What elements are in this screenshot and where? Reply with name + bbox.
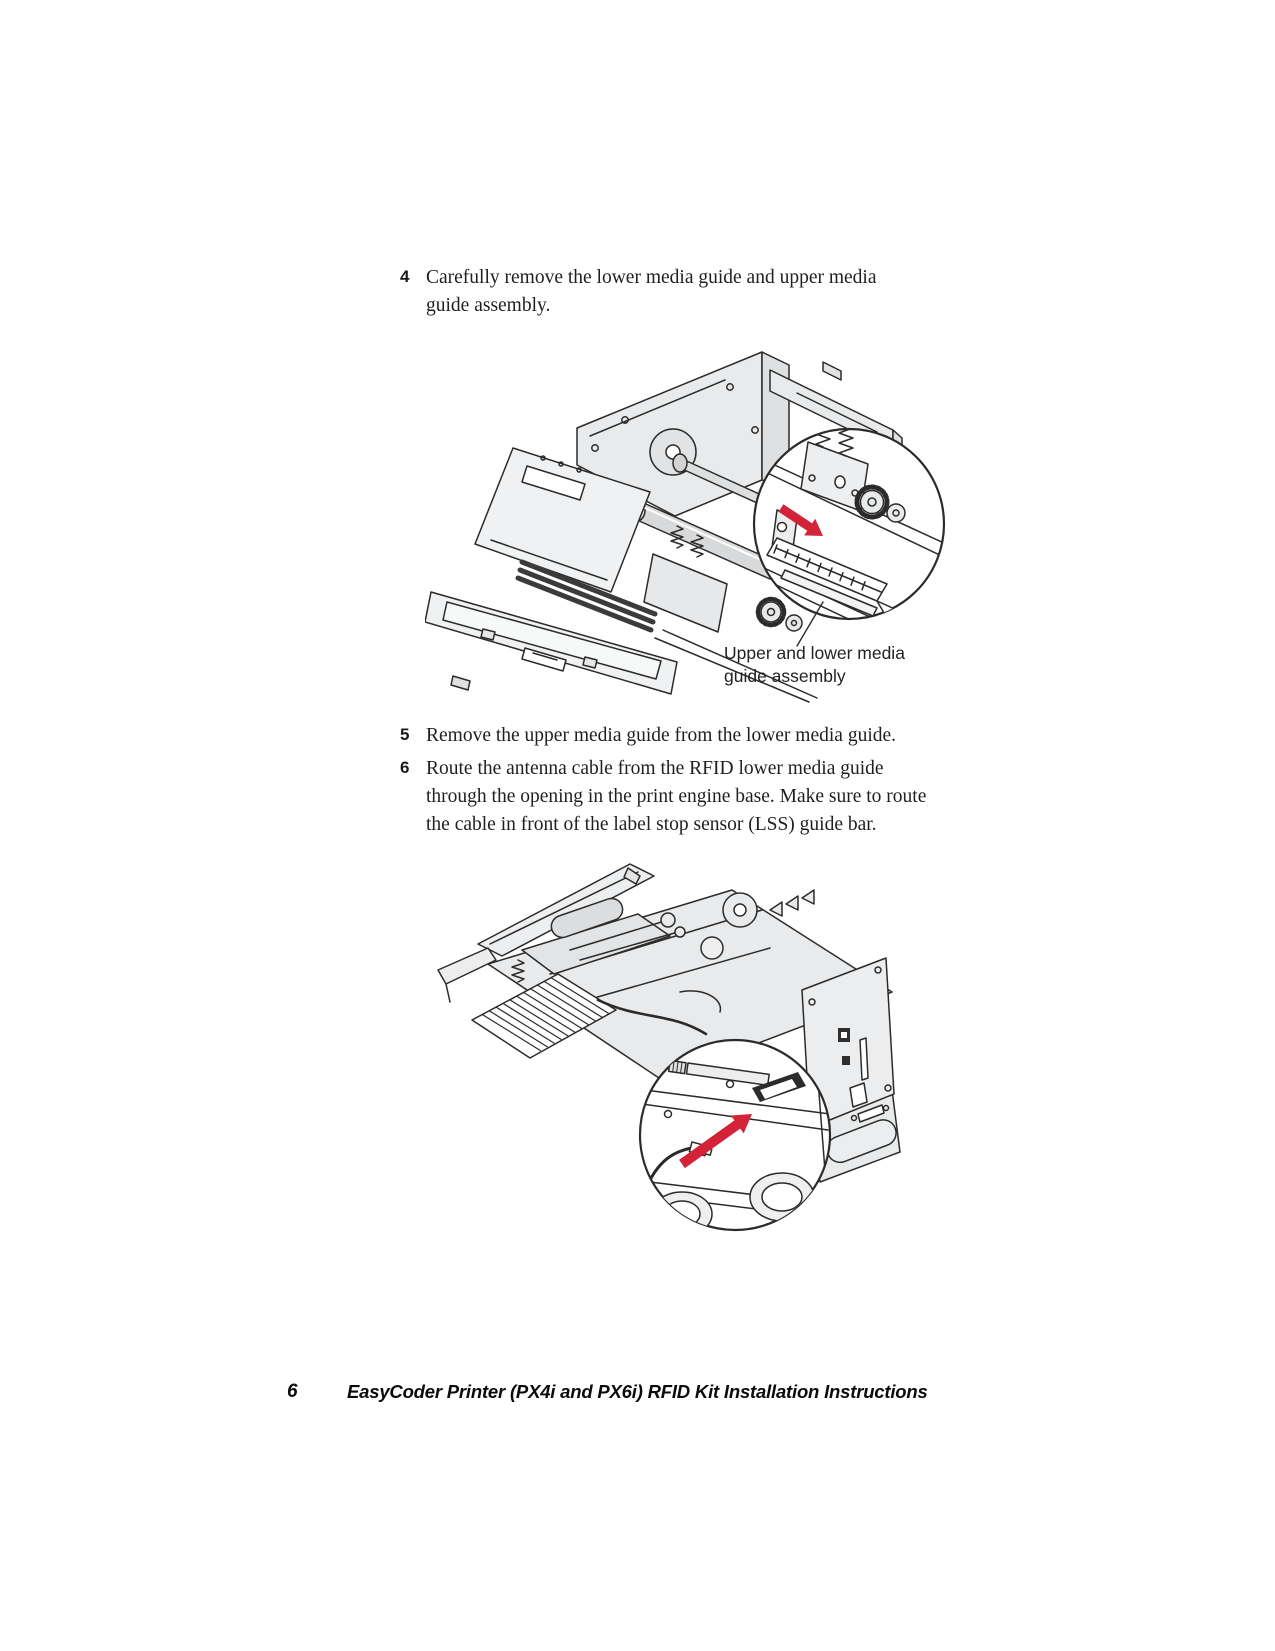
- step-text: Remove the upper media guide from the lo…: [426, 725, 897, 746]
- step-item-6: 6 Route the antenna cable from the RFID …: [400, 755, 932, 839]
- rear-connector-panel: [801, 957, 895, 1129]
- figure-remove-media-guide: Upper and lower media guide assembly: [425, 330, 950, 708]
- open-front-door: [425, 591, 678, 695]
- leader-line: [796, 601, 824, 647]
- step-text: Carefully remove the lower media guide a…: [426, 267, 877, 316]
- step-item-5: 5 Remove the upper media guide from the …: [400, 722, 945, 750]
- printer-lid: [477, 863, 655, 957]
- print-mechanism: [515, 525, 818, 703]
- printhead-mechanism: [511, 897, 686, 983]
- control-panel: [474, 447, 651, 593]
- footer-title: EasyCoder Printer (PX4i and PX6i) RFID K…: [347, 1381, 928, 1402]
- red-arrow-icon: [778, 504, 823, 536]
- callout-label: Upper and lower media guide assembly: [724, 643, 905, 686]
- printer-illustration-engine-base: [437, 863, 901, 1232]
- callout-circle: [638, 1038, 832, 1232]
- left-rail: [437, 947, 497, 1003]
- callout-circle: [752, 427, 946, 621]
- gear-icon: [854, 484, 890, 520]
- media-guide-bar: [766, 537, 898, 619]
- figure-route-antenna-cable: [430, 852, 902, 1246]
- printer-illustration-open-cover: [425, 351, 946, 703]
- step-text: Route the antenna cable from the RFID lo…: [426, 758, 927, 835]
- spring-icon: [511, 959, 525, 983]
- ribbed-guide-plate: [471, 973, 617, 1059]
- step-item-4: 4 Carefully remove the lower media guide…: [400, 264, 908, 320]
- antenna-cable: [596, 998, 708, 1036]
- step-number: 5: [400, 725, 410, 744]
- spring-icon: [838, 429, 854, 457]
- step-number: 4: [400, 267, 410, 286]
- red-arrow-icon: [679, 1114, 752, 1169]
- slot-opening: [752, 1072, 806, 1102]
- step-number: 6: [400, 758, 410, 777]
- page-number: 6: [287, 1381, 298, 1402]
